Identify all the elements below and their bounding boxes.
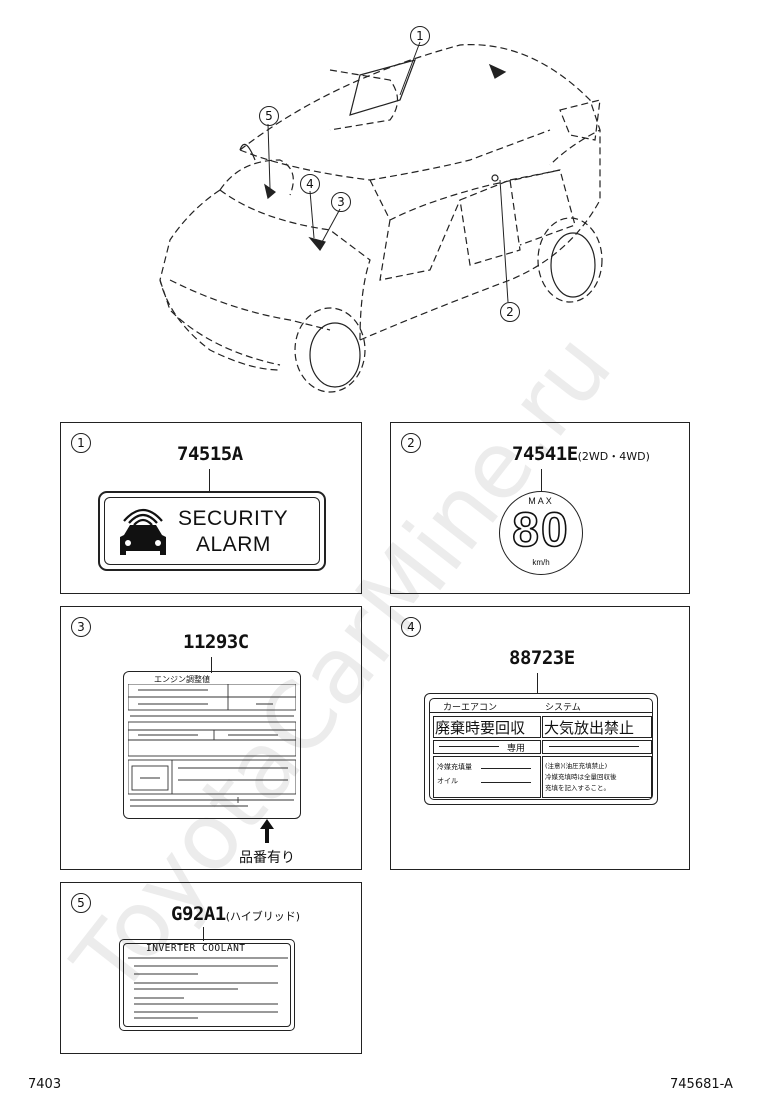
dispose-recover-text: 廃棄時要回収 bbox=[435, 719, 526, 737]
max-text: MAX bbox=[528, 496, 554, 506]
caution-line-1: (注意)(油圧充填禁止) bbox=[545, 762, 608, 770]
panel-2-speed-label: 2 74541E(2WD・4WD) MAX 80 km/h bbox=[390, 422, 690, 594]
page-code-left: 7403 bbox=[28, 1077, 62, 1092]
security-text: SECURITY bbox=[178, 507, 289, 530]
panel-3-engine-label: 3 11293C エンジン調整値 品番有り bbox=[60, 606, 362, 870]
part-number: 74541E(2WD・4WD) bbox=[512, 443, 650, 465]
car-illustration bbox=[159, 41, 603, 393]
header-right: システム bbox=[545, 703, 581, 713]
oil-text: オイル bbox=[437, 777, 458, 785]
speed-limit-disc: MAX 80 km/h bbox=[499, 491, 583, 575]
callout-5: 5 bbox=[259, 106, 279, 126]
car-alarm-icon bbox=[120, 508, 166, 555]
label-title: エンジン調整値 bbox=[154, 675, 210, 684]
speed-value: 80 bbox=[511, 503, 570, 558]
panel-number: 4 bbox=[401, 617, 421, 637]
aircon-label: カーエアコン システム 廃棄時要回収 大気放出禁止 専用 冷媒充填量 オイル (… bbox=[424, 693, 658, 805]
part-number: 88723E bbox=[509, 647, 575, 669]
label-title: INVERTER COOLANT bbox=[146, 943, 246, 954]
caution-line-3: 充填を記入すること。 bbox=[545, 784, 610, 792]
panel-1-security-alarm: 1 74515A SECURITY ALARM bbox=[60, 422, 362, 594]
part-number: 74515A bbox=[177, 443, 243, 465]
unit-text: km/h bbox=[532, 558, 550, 567]
callout-2: 2 bbox=[500, 302, 520, 322]
no-release-text: 大気放出禁止 bbox=[544, 719, 635, 737]
arrow-up-icon bbox=[260, 819, 274, 843]
page-code-right: 745681-A bbox=[670, 1077, 733, 1092]
part-number: 11293C bbox=[183, 631, 249, 653]
inverter-coolant-label: INVERTER COOLANT bbox=[119, 939, 295, 1031]
panel-number: 3 bbox=[71, 617, 91, 637]
caution-line-2: 冷媒充填時は全量回収後 bbox=[545, 773, 617, 781]
panel-5-inverter-coolant: 5 G92A1(ハイブリッド) INVERTER COOLANT bbox=[60, 882, 362, 1054]
dedicated-text: 専用 bbox=[507, 744, 526, 754]
callout-3: 3 bbox=[331, 192, 351, 212]
panel-number: 1 bbox=[71, 433, 91, 453]
panel-4-aircon-label: 4 88723E カーエアコン システム 廃棄時要回収 大気放出禁止 専用 冷媒… bbox=[390, 606, 690, 870]
alarm-text: ALARM bbox=[196, 533, 271, 556]
callout-1: 1 bbox=[410, 26, 430, 46]
part-number: G92A1(ハイブリッド) bbox=[171, 903, 301, 925]
refrigerant-amount: 冷媒充填量 bbox=[437, 763, 472, 771]
header-left: カーエアコン bbox=[443, 703, 498, 713]
panel-number: 2 bbox=[401, 433, 421, 453]
engine-tuning-label: エンジン調整値 bbox=[123, 671, 301, 819]
panel-number: 5 bbox=[71, 893, 91, 913]
callout-4: 4 bbox=[300, 174, 320, 194]
security-alarm-label: SECURITY ALARM bbox=[98, 491, 326, 571]
part-number-note: 品番有り bbox=[239, 850, 295, 866]
